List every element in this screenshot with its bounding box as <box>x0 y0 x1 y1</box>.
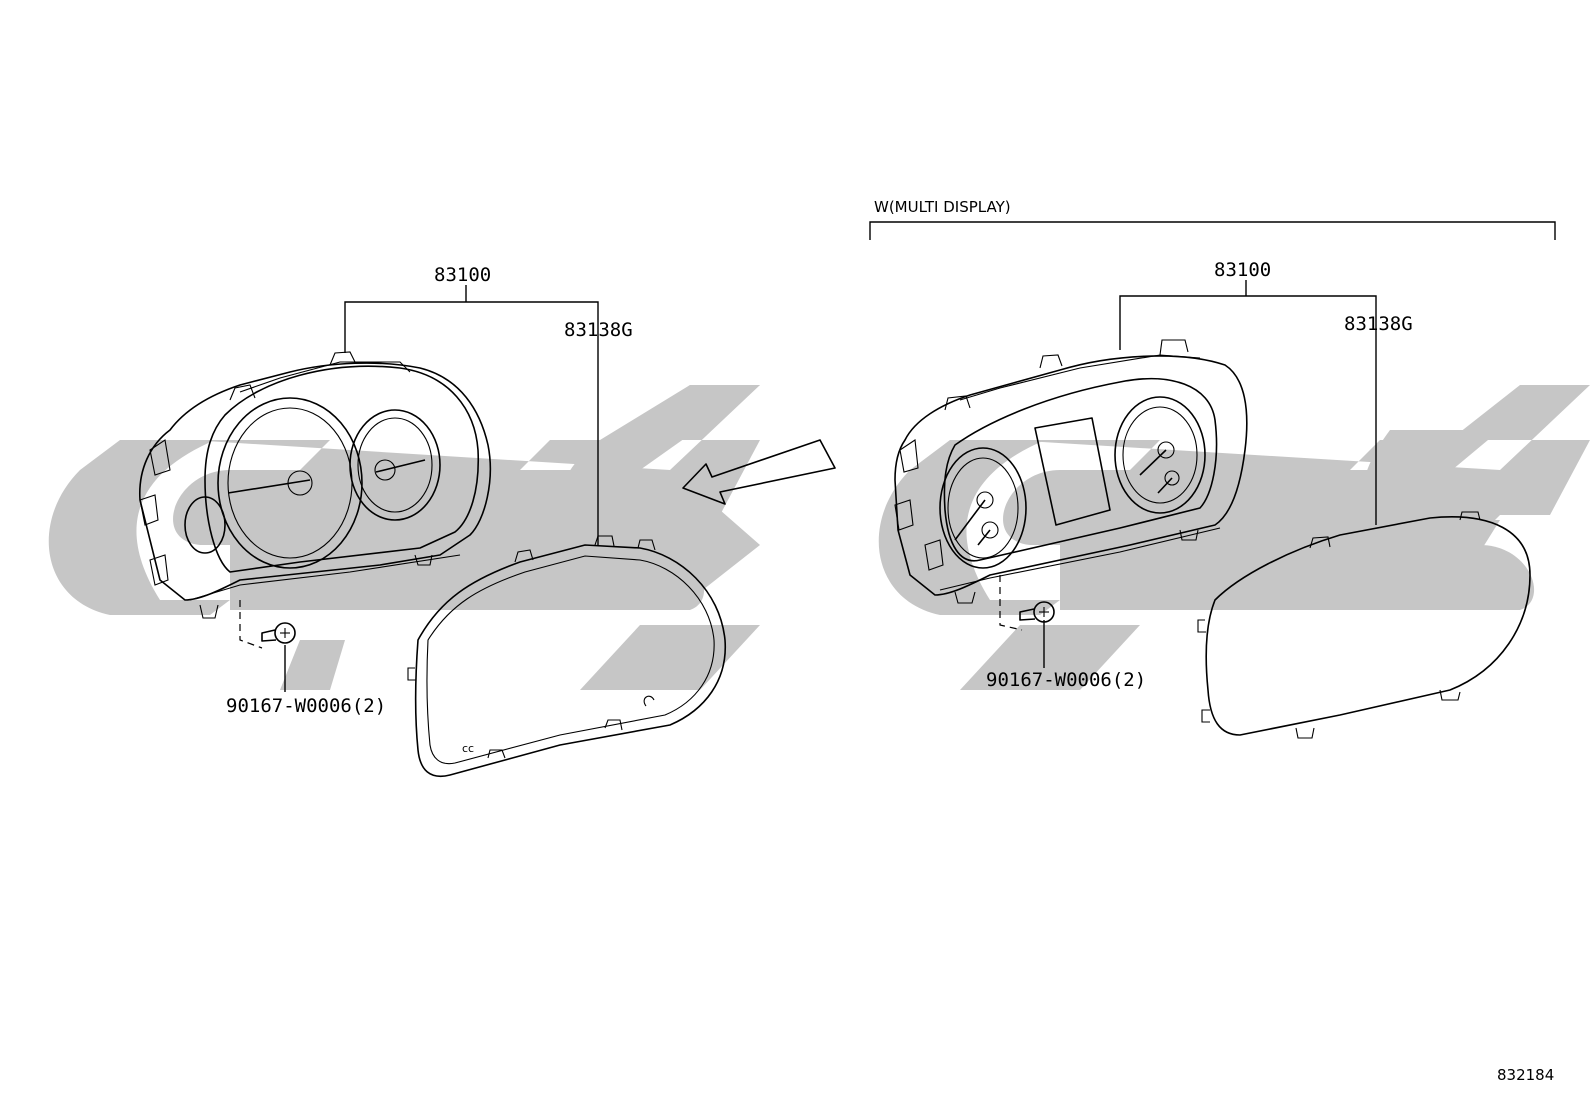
left-tachometer-needle <box>375 459 426 473</box>
right-assembly-label: 83100 <box>1214 259 1271 281</box>
left-housing-side-clips <box>139 439 171 586</box>
right-left-dial-hub-2 <box>981 521 999 539</box>
right-housing-bottom-tabs <box>954 529 1199 604</box>
right-right-dial-inner <box>1122 406 1198 504</box>
left-tachometer-inner <box>357 417 433 513</box>
right-screw-shank <box>1019 608 1036 621</box>
right-group: W(MULTI DISPLAY) <box>869 198 1556 739</box>
watermark-left-upper <box>173 385 760 545</box>
left-lens-mark: cc <box>462 742 474 755</box>
right-lens-outline <box>1205 516 1531 736</box>
left-screw-label: 90167-W0006(2) <box>226 695 386 717</box>
left-tachometer-hub <box>374 459 396 481</box>
left-lens-outline <box>414 544 726 777</box>
left-meter-assembly <box>139 351 492 619</box>
left-group: cc 83100 83138G 90167-W0006(2) <box>139 264 726 777</box>
right-right-dial <box>1114 396 1206 514</box>
left-small-gauge <box>184 496 226 554</box>
left-housing-bottom-rail <box>189 554 461 601</box>
watermark-left-foot <box>280 640 345 690</box>
right-meter-housing <box>894 355 1248 596</box>
left-lens-cover: cc <box>407 535 726 777</box>
left-meter-housing <box>139 362 492 601</box>
right-housing-top-tabs <box>944 339 1189 411</box>
watermark-right-curve <box>878 440 1060 615</box>
left-tachometer-dial <box>349 409 441 521</box>
left-lens-inner <box>426 555 715 765</box>
left-assembly-label: 83100 <box>434 264 491 286</box>
right-screw-label: 90167-W0006(2) <box>986 669 1146 691</box>
right-meter-assembly <box>894 339 1248 604</box>
right-housing-top-ridge <box>959 354 1201 401</box>
watermark-left-lower <box>580 625 760 690</box>
right-housing-bottom-rail <box>939 527 1221 591</box>
left-screw-head <box>274 622 296 644</box>
left-housing-tab-top <box>229 351 356 401</box>
variant-header: W(MULTI DISPLAY) <box>874 198 1011 216</box>
left-speedometer-needle <box>227 479 311 494</box>
left-lens-tabs <box>407 535 656 759</box>
right-multi-display <box>1034 417 1111 526</box>
watermark-right-lower <box>960 625 1140 690</box>
right-left-dial-needle-1 <box>954 499 986 541</box>
right-right-dial-hub-1 <box>1157 441 1175 459</box>
left-speedometer-dial <box>217 397 363 569</box>
right-screw-head <box>1033 601 1055 623</box>
figure-id: 832184 <box>1497 1066 1554 1084</box>
right-screw-dashed-guide <box>999 575 1023 631</box>
left-assembly-bracket <box>344 301 599 545</box>
right-lens-cover <box>1197 511 1531 739</box>
watermark-right-upper <box>1003 385 1590 545</box>
left-screw-shank <box>261 629 277 642</box>
right-left-dial <box>939 447 1027 569</box>
right-screw <box>1019 601 1055 623</box>
right-assembly-bracket <box>1119 295 1377 525</box>
left-housing-bottom-tabs <box>199 554 433 619</box>
right-housing-side-clips <box>894 439 944 571</box>
right-right-dial-hub-2 <box>1164 470 1180 486</box>
left-screw <box>261 622 296 644</box>
left-housing-top-ridge <box>239 361 411 393</box>
watermark-right-s <box>1361 430 1500 600</box>
right-left-dial-needle-2 <box>977 529 991 546</box>
right-lens-label: 83138G <box>1344 313 1413 335</box>
right-right-dial-needle-2 <box>1157 477 1173 494</box>
direction-arrow <box>682 439 836 505</box>
left-screw-dashed-guide <box>239 600 263 649</box>
right-left-dial-inner <box>947 457 1019 559</box>
right-left-dial-hub-1 <box>976 491 994 509</box>
watermark-left-curve <box>48 440 231 615</box>
right-lens-tabs <box>1197 511 1481 739</box>
left-lens-small-hook <box>643 695 655 707</box>
right-meter-bezel <box>943 377 1218 562</box>
variant-bracket <box>869 221 1556 240</box>
left-meter-bezel <box>204 365 480 573</box>
left-lens-label: 83138G <box>564 319 633 341</box>
watermark-logo <box>48 385 1590 690</box>
right-right-dial-needle-1 <box>1139 449 1167 476</box>
